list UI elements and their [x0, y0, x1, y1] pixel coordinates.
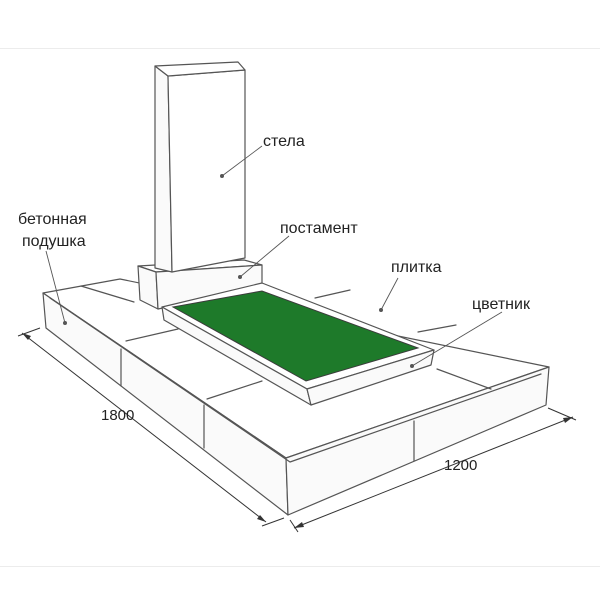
- pad-inner-edge: [49, 297, 542, 463]
- concrete-pad-label-line1: бетонная: [18, 211, 87, 228]
- leader-lines: [45, 145, 503, 368]
- width-dimension-label: 1200: [444, 457, 477, 474]
- width-arrow-end: [563, 417, 573, 423]
- bottom-divider: [0, 566, 600, 567]
- length-arrow-start: [22, 333, 31, 340]
- tile-joint: [436, 368, 492, 390]
- dimension-lines: [17, 327, 577, 533]
- tile-joint: [314, 289, 351, 299]
- length-dimension-label: 1800: [101, 407, 134, 424]
- tile-joint: [417, 324, 457, 333]
- width-arrow-start: [294, 522, 304, 528]
- concrete-pad-leader-dot: [63, 321, 67, 325]
- length-extension-start: [17, 327, 41, 337]
- width-extension-start: [289, 519, 299, 533]
- labels: стела постамент плитка цветник бетонная …: [18, 133, 531, 474]
- stela-top-face: [154, 61, 246, 77]
- flowerbed-soil: [171, 290, 420, 382]
- width-dimension-line: [293, 416, 574, 529]
- tile-leader: [380, 277, 399, 311]
- flowerbed-label: цветник: [472, 296, 531, 313]
- pedestal-label: постамент: [280, 220, 358, 237]
- stela-label: стела: [263, 133, 305, 150]
- length-extension-end: [261, 517, 285, 527]
- tile-leader-dot: [379, 308, 383, 312]
- pedestal-leader-dot: [238, 275, 242, 279]
- top-divider: [0, 48, 600, 49]
- tiles: [80, 285, 492, 400]
- stela: [154, 61, 246, 273]
- flowerbed-leader-dot: [410, 364, 414, 368]
- tile-label: плитка: [391, 259, 442, 276]
- pad-right-face: [285, 366, 550, 516]
- concrete-pad-leader: [45, 250, 66, 324]
- concrete-pad-label-line2: подушка: [22, 233, 86, 250]
- tile-joint: [80, 285, 135, 303]
- tile-joint: [125, 328, 179, 342]
- stela-side-face: [167, 69, 246, 273]
- pedestal-leader: [239, 235, 290, 278]
- stela-leader-dot: [220, 174, 224, 178]
- width-extension-end: [547, 407, 577, 421]
- tile-joint: [206, 380, 263, 400]
- length-arrow-end: [257, 515, 266, 522]
- flowerbed: [161, 282, 435, 406]
- length-dimension-line: [21, 332, 267, 523]
- flowerbed-leader: [411, 311, 503, 367]
- stela-leader: [221, 145, 263, 177]
- flowerbed-frame-right: [306, 349, 435, 406]
